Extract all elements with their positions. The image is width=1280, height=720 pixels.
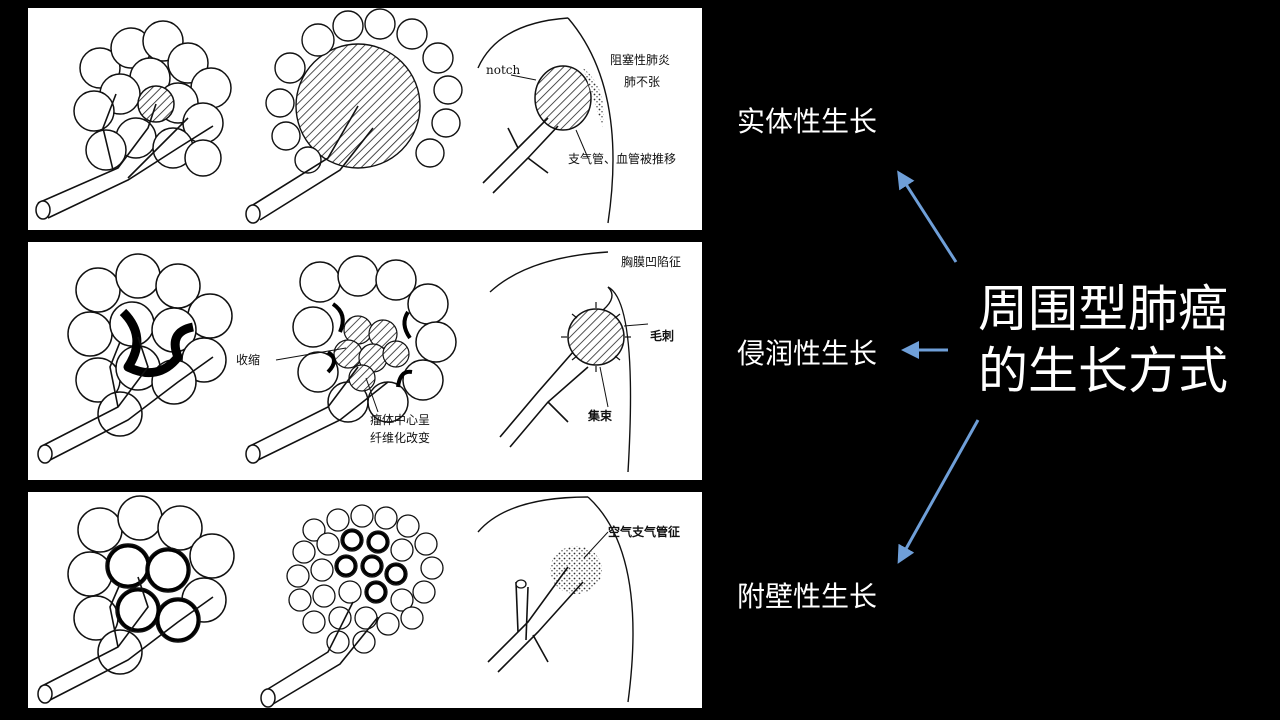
title-line-1: 周围型肺癌 — [978, 280, 1228, 338]
arrow-to-lepidic — [897, 419, 980, 564]
alveoli-ring-2 — [265, 8, 463, 174]
label-obstructive-pneumonia: 阻塞性肺炎 — [610, 53, 671, 67]
pleura-6 — [489, 251, 632, 473]
label-fibrosis-line2: 纤维化改变 — [370, 431, 431, 445]
lepidic-lining-7 — [106, 544, 200, 642]
infiltrative-growth-label: 侵润性生长 — [737, 337, 878, 370]
label-atelectasis: 肺不张 — [624, 75, 661, 89]
arrow-to-solid — [897, 170, 958, 263]
title: 周围型肺癌 的生长方式 — [978, 278, 1228, 402]
infiltrative-growth-panel: 胸膜凹陷征 毛刺 收缩 瘤体中心呈 纤维化改变 集束 — [28, 242, 702, 480]
label-pleural-indentation: 胸膜凹陷征 — [621, 255, 682, 269]
alveoli-cluster-5 — [292, 255, 457, 423]
label-contraction: 收缩 — [236, 353, 261, 367]
bronchial-tree-8 — [262, 601, 379, 705]
alveoli-cluster-8 — [286, 504, 444, 654]
label-fibrosis-line1: 瘤体中心呈 — [370, 413, 431, 427]
title-line-2: 的生长方式 — [978, 342, 1228, 400]
bronchus-2 — [247, 105, 374, 221]
label-air-bronchogram: 空气支气管征 — [608, 525, 681, 539]
solid-growth-illustration — [35, 8, 614, 224]
bronchial-tree-7 — [39, 576, 214, 701]
spicules — [561, 302, 631, 372]
lepidic-lining-8 — [335, 529, 407, 603]
ground-glass-area — [550, 546, 602, 594]
bronchus-3 — [482, 117, 559, 194]
bronchial-tree-1 — [37, 93, 214, 219]
label-bundling: 集束 — [588, 409, 613, 423]
alveoli-cluster-7 — [67, 495, 235, 675]
spiculated-nodule — [567, 308, 625, 366]
label-spiculation: 毛刺 — [650, 329, 675, 343]
contraction-strands — [326, 302, 413, 388]
solid-growth-panel: notch 阻塞性肺炎 肺不张 支气管、血管被推移 — [28, 8, 702, 230]
pleura-3 — [477, 17, 614, 224]
alveoli-cluster-4 — [67, 253, 233, 437]
pleura-9 — [477, 496, 634, 703]
bronchus-9 — [487, 566, 584, 673]
label-notch: notch — [486, 63, 521, 77]
lepidic-growth-panel: 空气支气管征 — [28, 492, 702, 708]
tumor-small — [137, 85, 175, 123]
lepidic-growth-label: 附壁性生长 — [737, 580, 878, 613]
lepidic-growth-illustration — [37, 495, 634, 708]
bronchial-tree-4 — [39, 336, 214, 461]
infiltrative-growth-illustration — [37, 251, 649, 473]
tumor-with-notch — [534, 65, 592, 131]
label-bronchus-displaced: 支气管、血管被推移 — [568, 152, 677, 166]
solid-growth-label: 实体性生长 — [737, 105, 878, 138]
bronchus-6 — [499, 351, 589, 448]
